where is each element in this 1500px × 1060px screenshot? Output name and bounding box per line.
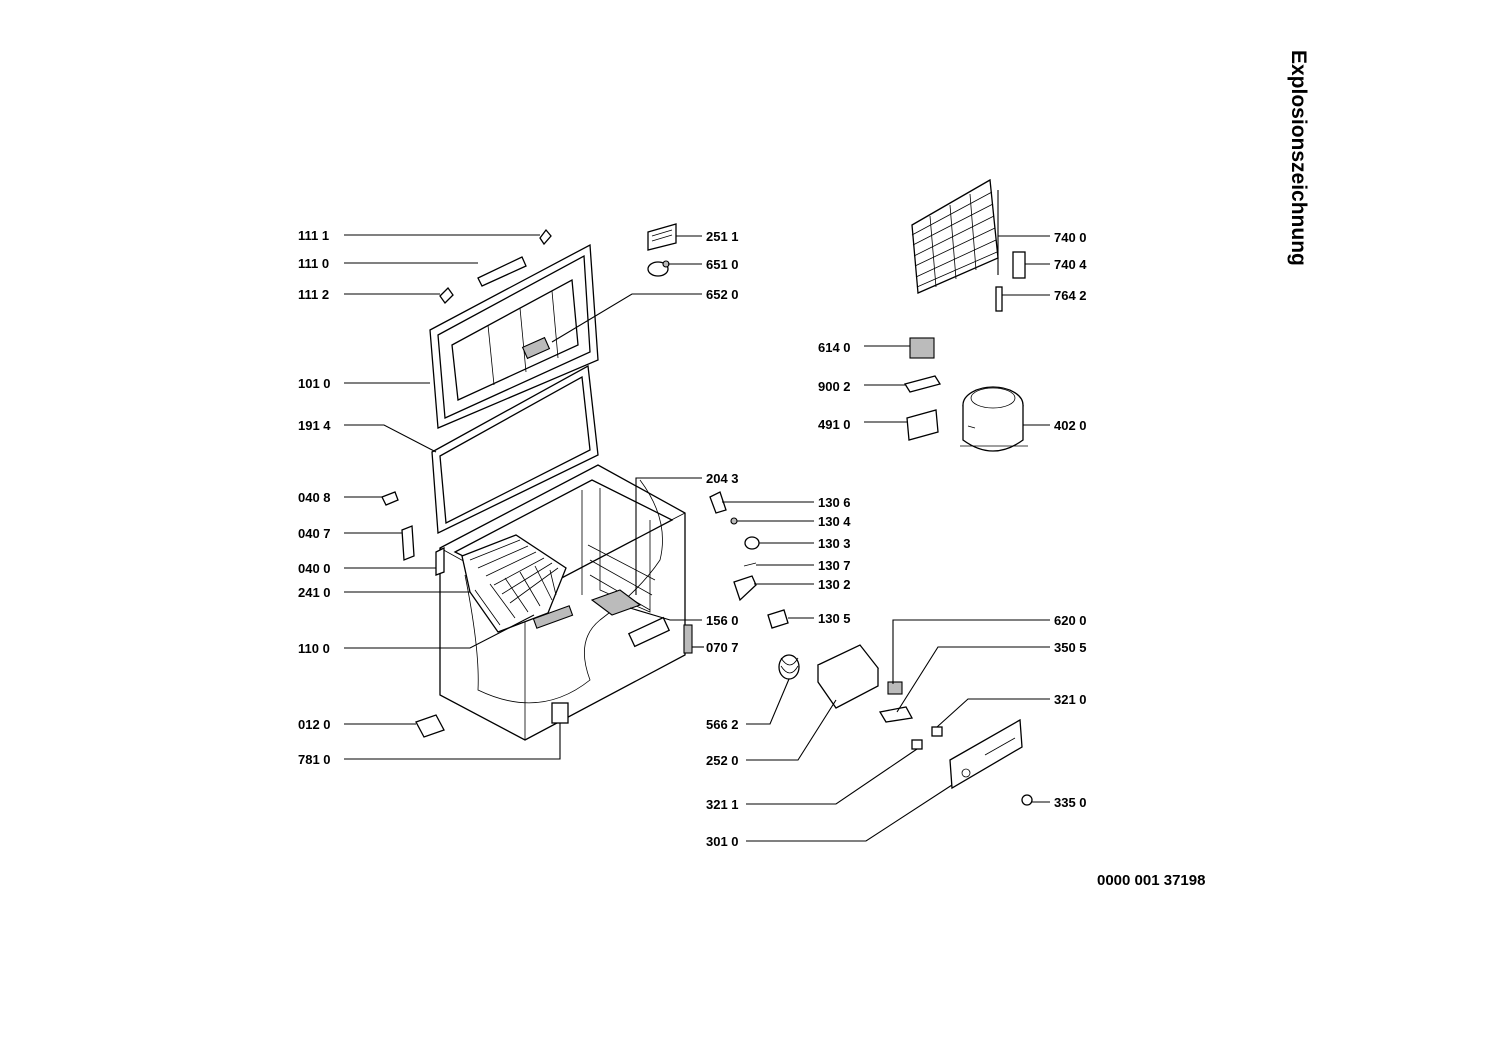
- part-label-111-1: 111 1: [298, 228, 329, 243]
- freezer-lid: [429, 243, 599, 429]
- part-label-764-2: 764 2: [1054, 288, 1087, 303]
- part-labels: 111 1 111 0 111 2 101 0 191 4 040 8 040 …: [298, 228, 1087, 849]
- part-label-110-0: 110 0: [298, 641, 330, 656]
- part-label-251-1: 251 1: [706, 229, 739, 244]
- part-label-040-0: 040 0: [298, 561, 331, 576]
- wire-basket: [461, 534, 574, 633]
- part-label-402-0: 402 0: [1054, 418, 1087, 433]
- part-label-204-3: 204 3: [706, 471, 739, 486]
- part-label-614-0: 614 0: [818, 340, 851, 355]
- hinge-parts-left: [381, 491, 569, 738]
- lamp-bulb: [647, 260, 670, 277]
- part-label-350-5: 350 5: [1054, 640, 1087, 655]
- leader-lines: [344, 234, 1050, 842]
- condenser-coil: [911, 178, 1026, 312]
- part-label-321-1: 321 1: [706, 797, 739, 812]
- freezer-cabinet: [439, 464, 686, 741]
- compressor: [960, 386, 1028, 452]
- lid-gasket: [431, 364, 599, 535]
- part-label-191-4: 191 4: [298, 418, 331, 433]
- part-label-321-0: 321 0: [1054, 692, 1087, 707]
- part-label-111-2: 111 2: [298, 287, 329, 302]
- part-label-781-0: 781 0: [298, 752, 331, 767]
- part-label-900-2: 900 2: [818, 379, 851, 394]
- lamp-cover: [647, 223, 677, 251]
- part-label-130-7: 130 7: [818, 558, 851, 573]
- part-label-241-0: 241 0: [298, 585, 331, 600]
- part-label-651-0: 651 0: [706, 257, 739, 272]
- part-label-566-2: 566 2: [706, 717, 739, 732]
- part-label-040-7: 040 7: [298, 526, 331, 541]
- part-label-491-0: 491 0: [818, 417, 851, 432]
- part-label-070-7: 070 7: [706, 640, 739, 655]
- thermostat-parts: [709, 491, 789, 629]
- relay-and-brackets: [903, 337, 942, 441]
- lid-handle: [439, 228, 552, 305]
- drain-grille: [683, 624, 693, 654]
- part-label-130-2: 130 2: [818, 577, 851, 592]
- part-label-740-0: 740 0: [1054, 230, 1087, 245]
- part-label-620-0: 620 0: [1054, 613, 1087, 628]
- part-label-130-3: 130 3: [818, 536, 851, 551]
- part-label-040-8: 040 8: [298, 490, 331, 505]
- part-label-111-0: 111 0: [298, 256, 329, 271]
- part-label-130-5: 130 5: [818, 611, 851, 626]
- part-label-252-0: 252 0: [706, 753, 739, 768]
- part-label-012-0: 012 0: [298, 717, 331, 732]
- part-label-130-4: 130 4: [818, 514, 851, 529]
- part-label-652-0: 652 0: [706, 287, 739, 302]
- part-label-101-0: 101 0: [298, 376, 331, 391]
- document-number: 0000 001 37198: [1097, 872, 1206, 889]
- part-label-156-0: 156 0: [706, 613, 739, 628]
- part-label-130-6: 130 6: [818, 495, 851, 510]
- part-label-301-0: 301 0: [706, 834, 739, 849]
- part-label-335-0: 335 0: [1054, 795, 1087, 810]
- control-panel: [949, 718, 1033, 806]
- part-label-740-4: 740 4: [1054, 257, 1087, 272]
- thermostat-housing: [778, 644, 943, 750]
